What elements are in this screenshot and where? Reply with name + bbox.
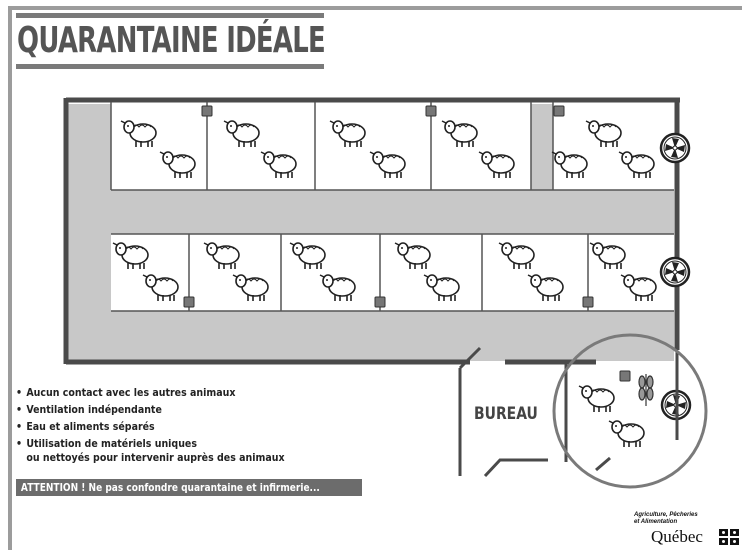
lower-corridor (111, 311, 674, 361)
sheep-icon (620, 274, 657, 302)
quebec-flag-icon (719, 529, 739, 545)
sheep-icon (120, 120, 157, 148)
sheep-icon (527, 274, 564, 302)
page-frame-left (8, 6, 12, 550)
list-item: Utilisation de matériels uniques ou nett… (16, 437, 285, 465)
feeder-icon (582, 296, 594, 308)
requirements-list: Aucun contact avec les autres animaux Ve… (16, 386, 328, 465)
feeder-icon (619, 370, 631, 382)
fan-icon (659, 132, 691, 164)
bureau-label: BUREAU (474, 404, 538, 424)
ministry-line: Agriculture, Pêcheries (634, 512, 698, 518)
sheep-icon (159, 151, 196, 179)
pen-gap (531, 104, 553, 190)
fan-icon (659, 256, 691, 288)
sheep-icon (618, 151, 655, 179)
sheep-icon (203, 242, 240, 270)
sheep-icon (423, 274, 460, 302)
page-frame-top (8, 6, 742, 10)
bureau-walls (458, 346, 679, 478)
title-rule-bottom (16, 64, 324, 69)
attention-banner: ATTENTION ! Ne pas confondre quarantaine… (16, 479, 362, 496)
list-item-line: ou nettoyés pour intervenir auprès des a… (26, 451, 285, 464)
sheep-icon (369, 151, 406, 179)
list-item-line: Utilisation de matériels uniques (26, 437, 197, 450)
ministry-name: Agriculture, Pêcheries et Alimentation (634, 512, 698, 526)
sheep-icon (289, 242, 326, 270)
title-rule-top (16, 13, 324, 18)
sheep-icon (498, 242, 535, 270)
list-item: Ventilation indépendante (16, 403, 285, 417)
feeder-icon (553, 105, 565, 117)
side-passage (68, 104, 111, 362)
upper-pen-dividers (110, 102, 674, 312)
feeder-icon (374, 296, 386, 308)
feeder-icon (425, 105, 437, 117)
list-item: Aucun contact avec les autres animaux (16, 386, 285, 400)
sheep-icon (608, 420, 645, 448)
sheep-icon (394, 242, 431, 270)
list-item: Eau et aliments séparés (16, 420, 285, 434)
sheep-icon (478, 151, 515, 179)
ministry-line: et Alimentation (634, 519, 678, 525)
sheep-icon (232, 274, 269, 302)
sheep-icon (329, 120, 366, 148)
sheep-icon (551, 151, 588, 179)
upper-sheep (120, 120, 655, 179)
lower-sheep (112, 242, 657, 302)
sheep-icon (589, 242, 626, 270)
quarantine-zone-circle (552, 333, 708, 489)
sheep-icon (223, 120, 260, 148)
feeder-icon (183, 296, 195, 308)
attention-text: ATTENTION ! Ne pas confondre quarantaine… (20, 481, 320, 494)
page-title: QUARANTAINE IDÉALE (17, 20, 326, 61)
sheep-icon (585, 120, 622, 148)
sheep-icon (578, 385, 615, 413)
sheep-icon (441, 120, 478, 148)
feeder-icon (201, 105, 213, 117)
quebec-wordmark: Québec (651, 527, 703, 546)
sheep-icon (112, 242, 149, 270)
central-corridor (111, 190, 674, 234)
sheep-icon (142, 274, 179, 302)
hay-icon (638, 374, 654, 406)
sheep-icon (260, 151, 297, 179)
sheep-icon (319, 274, 356, 302)
